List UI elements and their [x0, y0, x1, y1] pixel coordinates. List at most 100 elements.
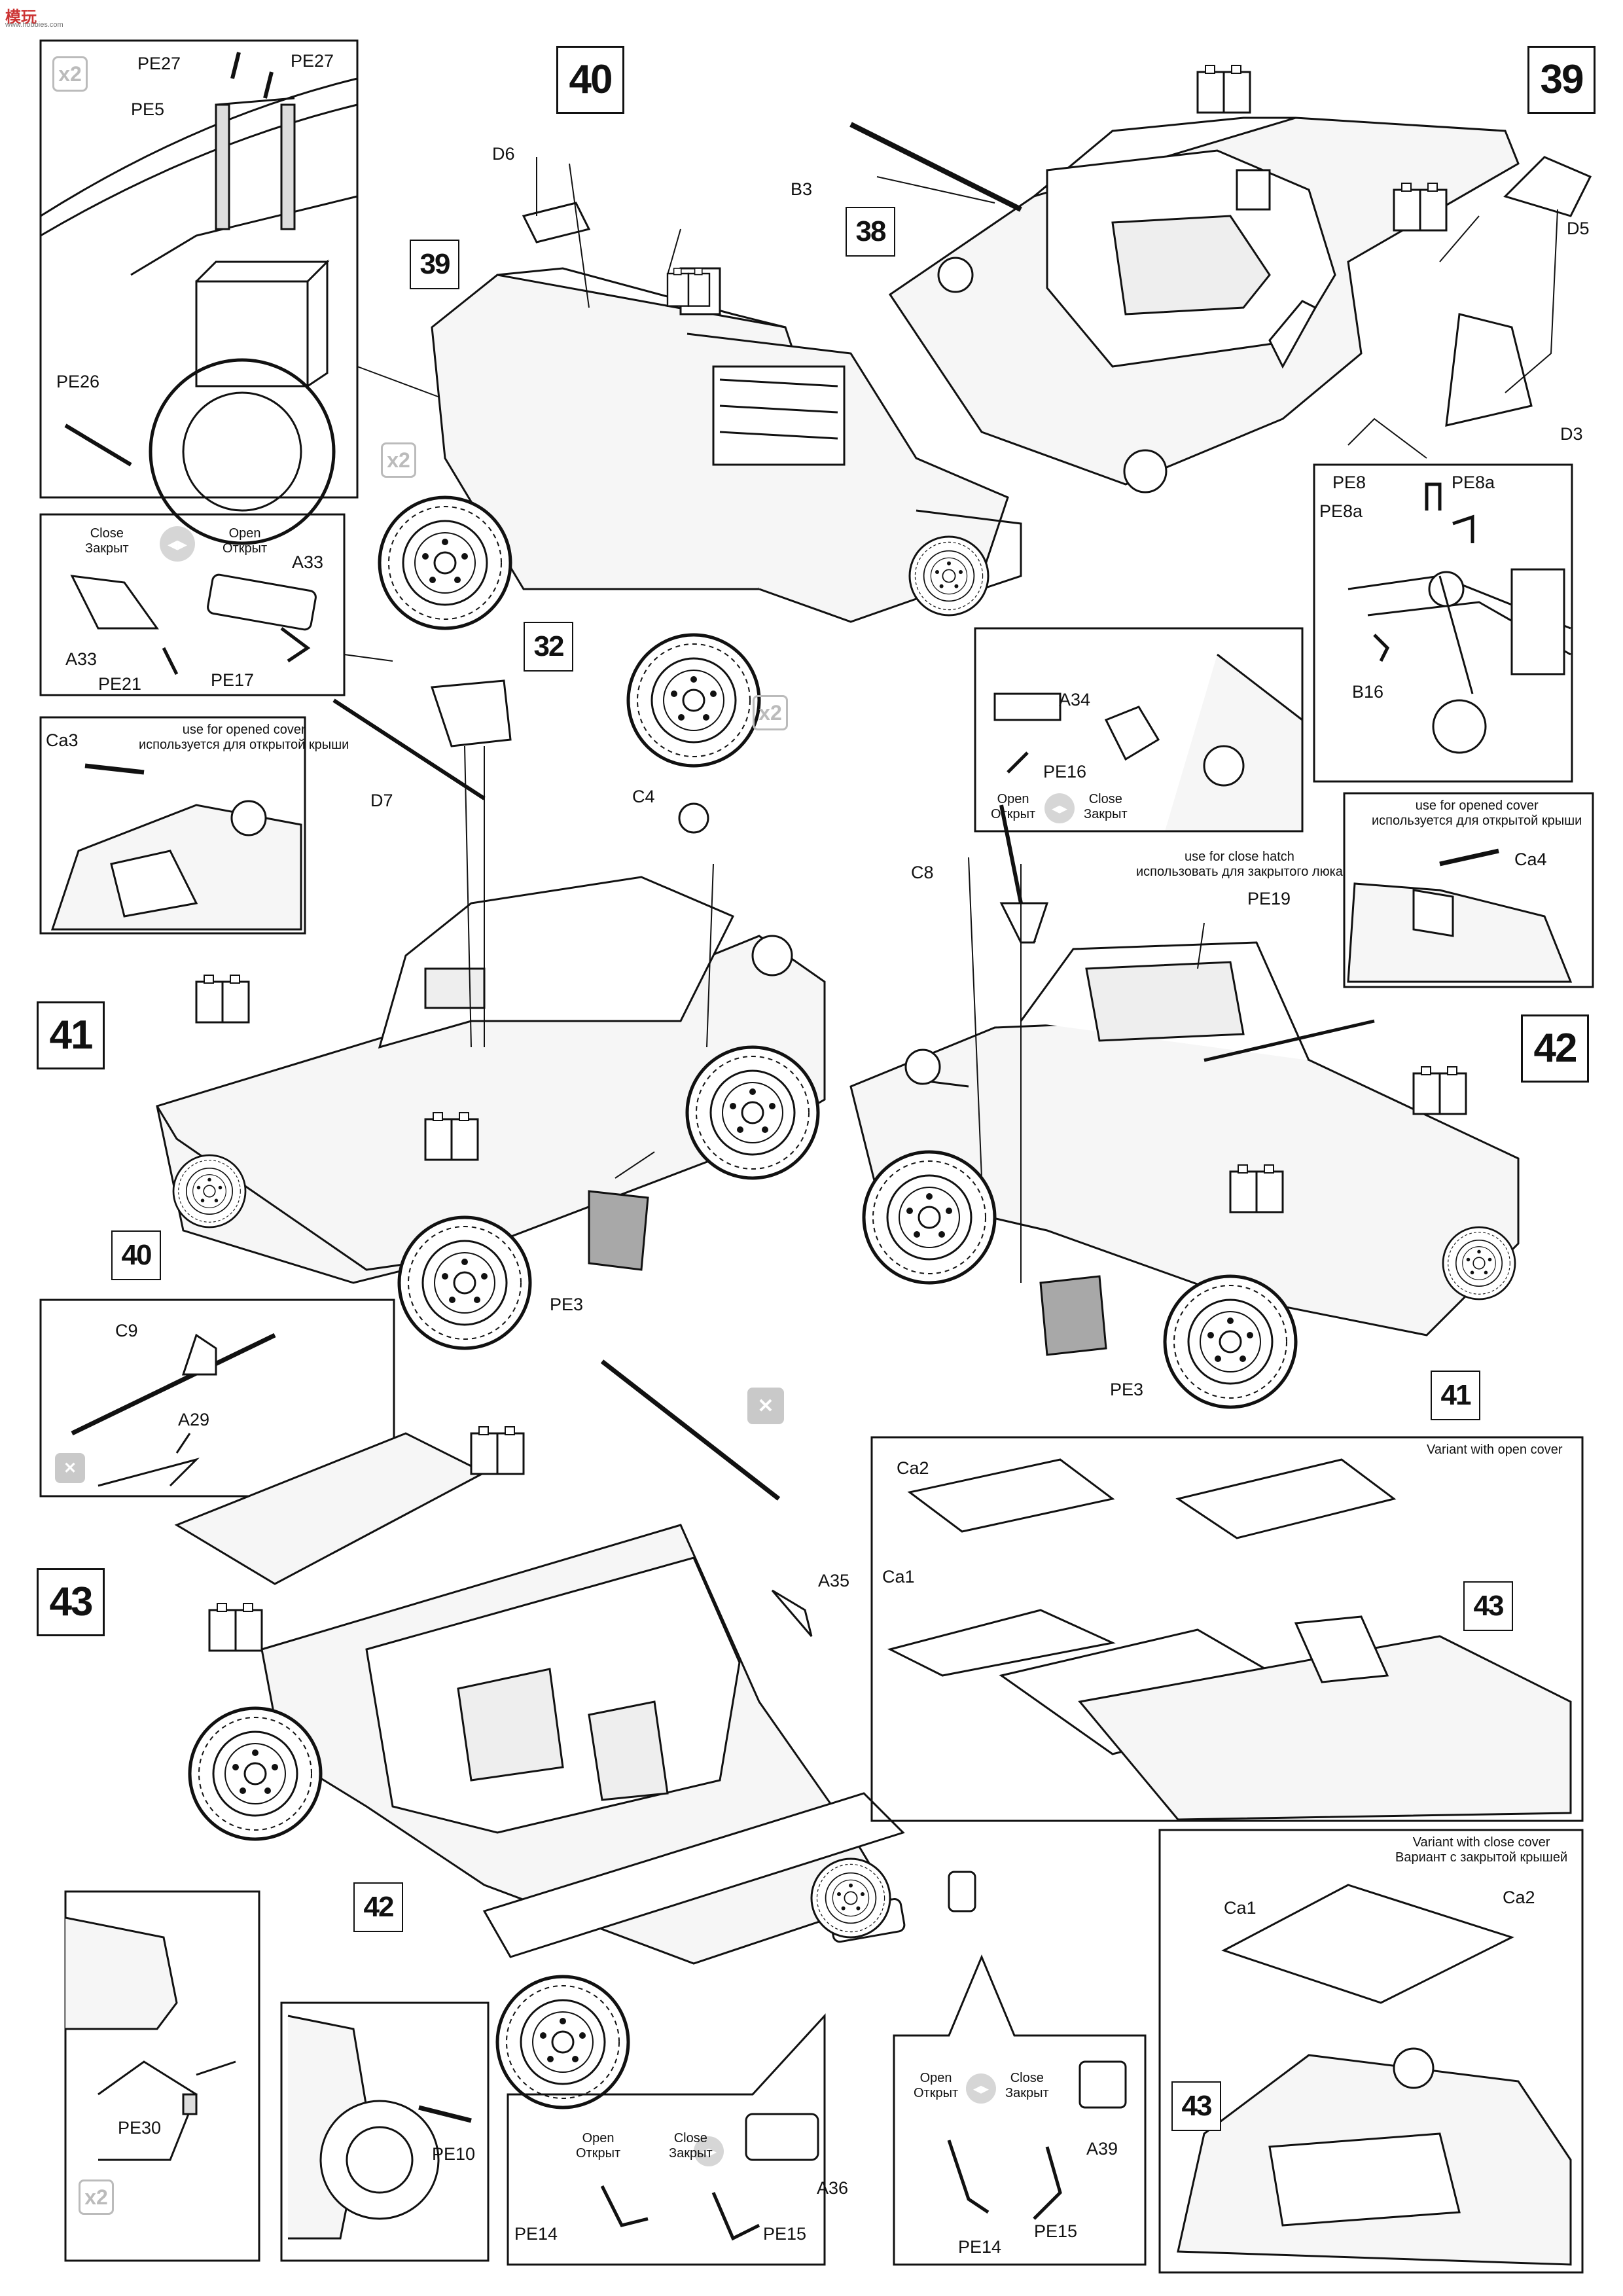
- part-label-a34: A34: [1059, 690, 1091, 709]
- part-label-pe30: PE30: [118, 2118, 162, 2138]
- note-open-a39: Open Открыт: [914, 2071, 958, 2101]
- open-close-icon: ◂▸: [694, 2136, 724, 2166]
- step-number-40: 40: [556, 46, 624, 114]
- inset-ca4: [1343, 792, 1594, 988]
- step42-leaders: [968, 857, 1205, 1283]
- step-ref-39: 39: [410, 240, 459, 289]
- step39-leaders: [876, 176, 1558, 459]
- inset-a33-hatch: [39, 513, 393, 696]
- part-label-a33: A33: [65, 649, 98, 669]
- part-label-c8: C8: [911, 863, 934, 882]
- inset-c9-gun: [39, 1299, 395, 1498]
- open-close-icon: ◂▸: [160, 526, 195, 562]
- part-label-pe14: PE14: [514, 2224, 558, 2244]
- note-variant-close-ru: Вариант с закрытой крышей: [1395, 1850, 1568, 1865]
- note-close-a39: Close Закрыт: [1005, 2071, 1049, 2101]
- note-open: Open Открыт: [223, 526, 267, 556]
- step-ref-32: 32: [524, 622, 573, 672]
- note-open-en: Open: [228, 526, 261, 541]
- part-label-pe27: PE27: [291, 51, 334, 71]
- note-variant-close-en: Variant with close cover: [1412, 1835, 1550, 1850]
- inset-variant-open-cover: [870, 1436, 1584, 1822]
- inset-ca3: [39, 716, 306, 935]
- quantity-x2-icon: x2: [52, 56, 88, 92]
- part-label-pe17: PE17: [211, 670, 255, 690]
- note-variant-close-cover: Variant with close cover Вариант с закры…: [1395, 1835, 1567, 1865]
- note-close-en: Close: [1088, 792, 1122, 806]
- part-label-a36: A36: [817, 2178, 849, 2198]
- part-label-ca3: Ca3: [46, 730, 79, 750]
- note-open-a34: Open Открыт: [991, 792, 1035, 822]
- part-label-pe21: PE21: [98, 674, 142, 694]
- note-open-en: Open: [997, 792, 1029, 806]
- note-open-ru: Открыт: [914, 2086, 959, 2100]
- step-number-39: 39: [1527, 46, 1596, 114]
- vehicle-step42: [849, 804, 1520, 1336]
- inset-a36: [507, 2013, 826, 2266]
- step-ref-40: 40: [111, 1230, 161, 1280]
- step-ref-42: 42: [353, 1882, 403, 1932]
- pe3-mudflap-left: [588, 1190, 649, 1271]
- part-label-pe10: PE10: [432, 2144, 476, 2164]
- inset-step40-jerrycan: [39, 39, 446, 545]
- publisher-logo: 模玩: [5, 9, 37, 26]
- step-ref-43-close: 43: [1171, 2081, 1221, 2131]
- no-glue-icon: ✕: [747, 1388, 784, 1424]
- note-close-ru: Закрыт: [669, 2146, 713, 2161]
- inset-a34: [974, 627, 1304, 833]
- note-open-ru: Открыт: [223, 541, 268, 556]
- step-ref-41: 41: [1431, 1371, 1480, 1420]
- note-open-ru: Открыт: [991, 807, 1036, 821]
- step-number-38: 38: [846, 207, 895, 257]
- part-label-ca1: Ca1: [882, 1567, 915, 1587]
- note-close-ru: Закрыт: [1084, 807, 1128, 821]
- part-label-ca2: Ca2: [897, 1458, 929, 1478]
- part-label-a29: A29: [178, 1410, 210, 1429]
- note-variant-open-cover: Variant with open cover: [1427, 1443, 1563, 1457]
- note-close-hatch: use for close hatch использовать для зак…: [1136, 850, 1343, 880]
- note-close: Close Закрыт: [85, 526, 129, 556]
- inset-a39: [893, 1954, 1147, 2266]
- step39-parts: [849, 122, 1592, 427]
- step-number-43: 43: [37, 1568, 105, 1636]
- note-opened-cover-en: use for opened cover: [182, 723, 306, 737]
- note-close-ru: Закрыт: [1005, 2086, 1049, 2100]
- part-label-ca4: Ca4: [1514, 850, 1547, 869]
- note-open-a36: Open Открыт: [576, 2131, 620, 2161]
- note-close-en: Close: [90, 526, 124, 541]
- step-ref-43-open: 43: [1463, 1581, 1513, 1631]
- note-open-en: Open: [582, 2131, 615, 2145]
- step40-leaders: [536, 157, 681, 308]
- part-label-pe19: PE19: [1247, 889, 1291, 908]
- note-close-ru: Закрыт: [85, 541, 129, 556]
- part-label-d6: D6: [492, 144, 515, 164]
- part-label-pe8a: PE8a: [1319, 501, 1363, 521]
- part-label-c4: C4: [632, 787, 655, 806]
- vehicle-step41: [156, 679, 826, 1284]
- part-label-b3: B3: [791, 179, 813, 199]
- note-opened-cover-en: use for opened cover: [1415, 798, 1539, 813]
- part-label-a33: A33: [292, 552, 324, 572]
- pe3-mudflap-right: [1039, 1275, 1107, 1356]
- part-label-pe15: PE15: [763, 2224, 807, 2244]
- part-label-pe26: PE26: [56, 372, 100, 391]
- part-label-a35: A35: [818, 1571, 850, 1590]
- quantity-x2-icon: x2: [79, 2179, 114, 2215]
- vehicle-step43: [174, 1359, 976, 1965]
- publisher-logo-subtext: www.hobbies.com: [5, 21, 63, 29]
- part-label-d5: D5: [1567, 219, 1590, 238]
- no-glue-icon: ✕: [55, 1453, 85, 1483]
- part-label-c9: C9: [115, 1321, 138, 1340]
- part-label-d3: D3: [1560, 424, 1583, 444]
- note-opened-cover-ru: используется для открытой крыши: [139, 738, 349, 752]
- part-label-pe27: PE27: [137, 54, 181, 73]
- inset-pe10: [280, 2001, 490, 2262]
- part-label-ca1: Ca1: [1224, 1898, 1257, 1918]
- open-close-icon: ◂▸: [1044, 793, 1075, 823]
- part-label-pe14: PE14: [958, 2237, 1002, 2257]
- part-label-pe15: PE15: [1034, 2221, 1078, 2241]
- vehicle-step39: [888, 117, 1520, 493]
- note-open-en: Open: [919, 2071, 952, 2085]
